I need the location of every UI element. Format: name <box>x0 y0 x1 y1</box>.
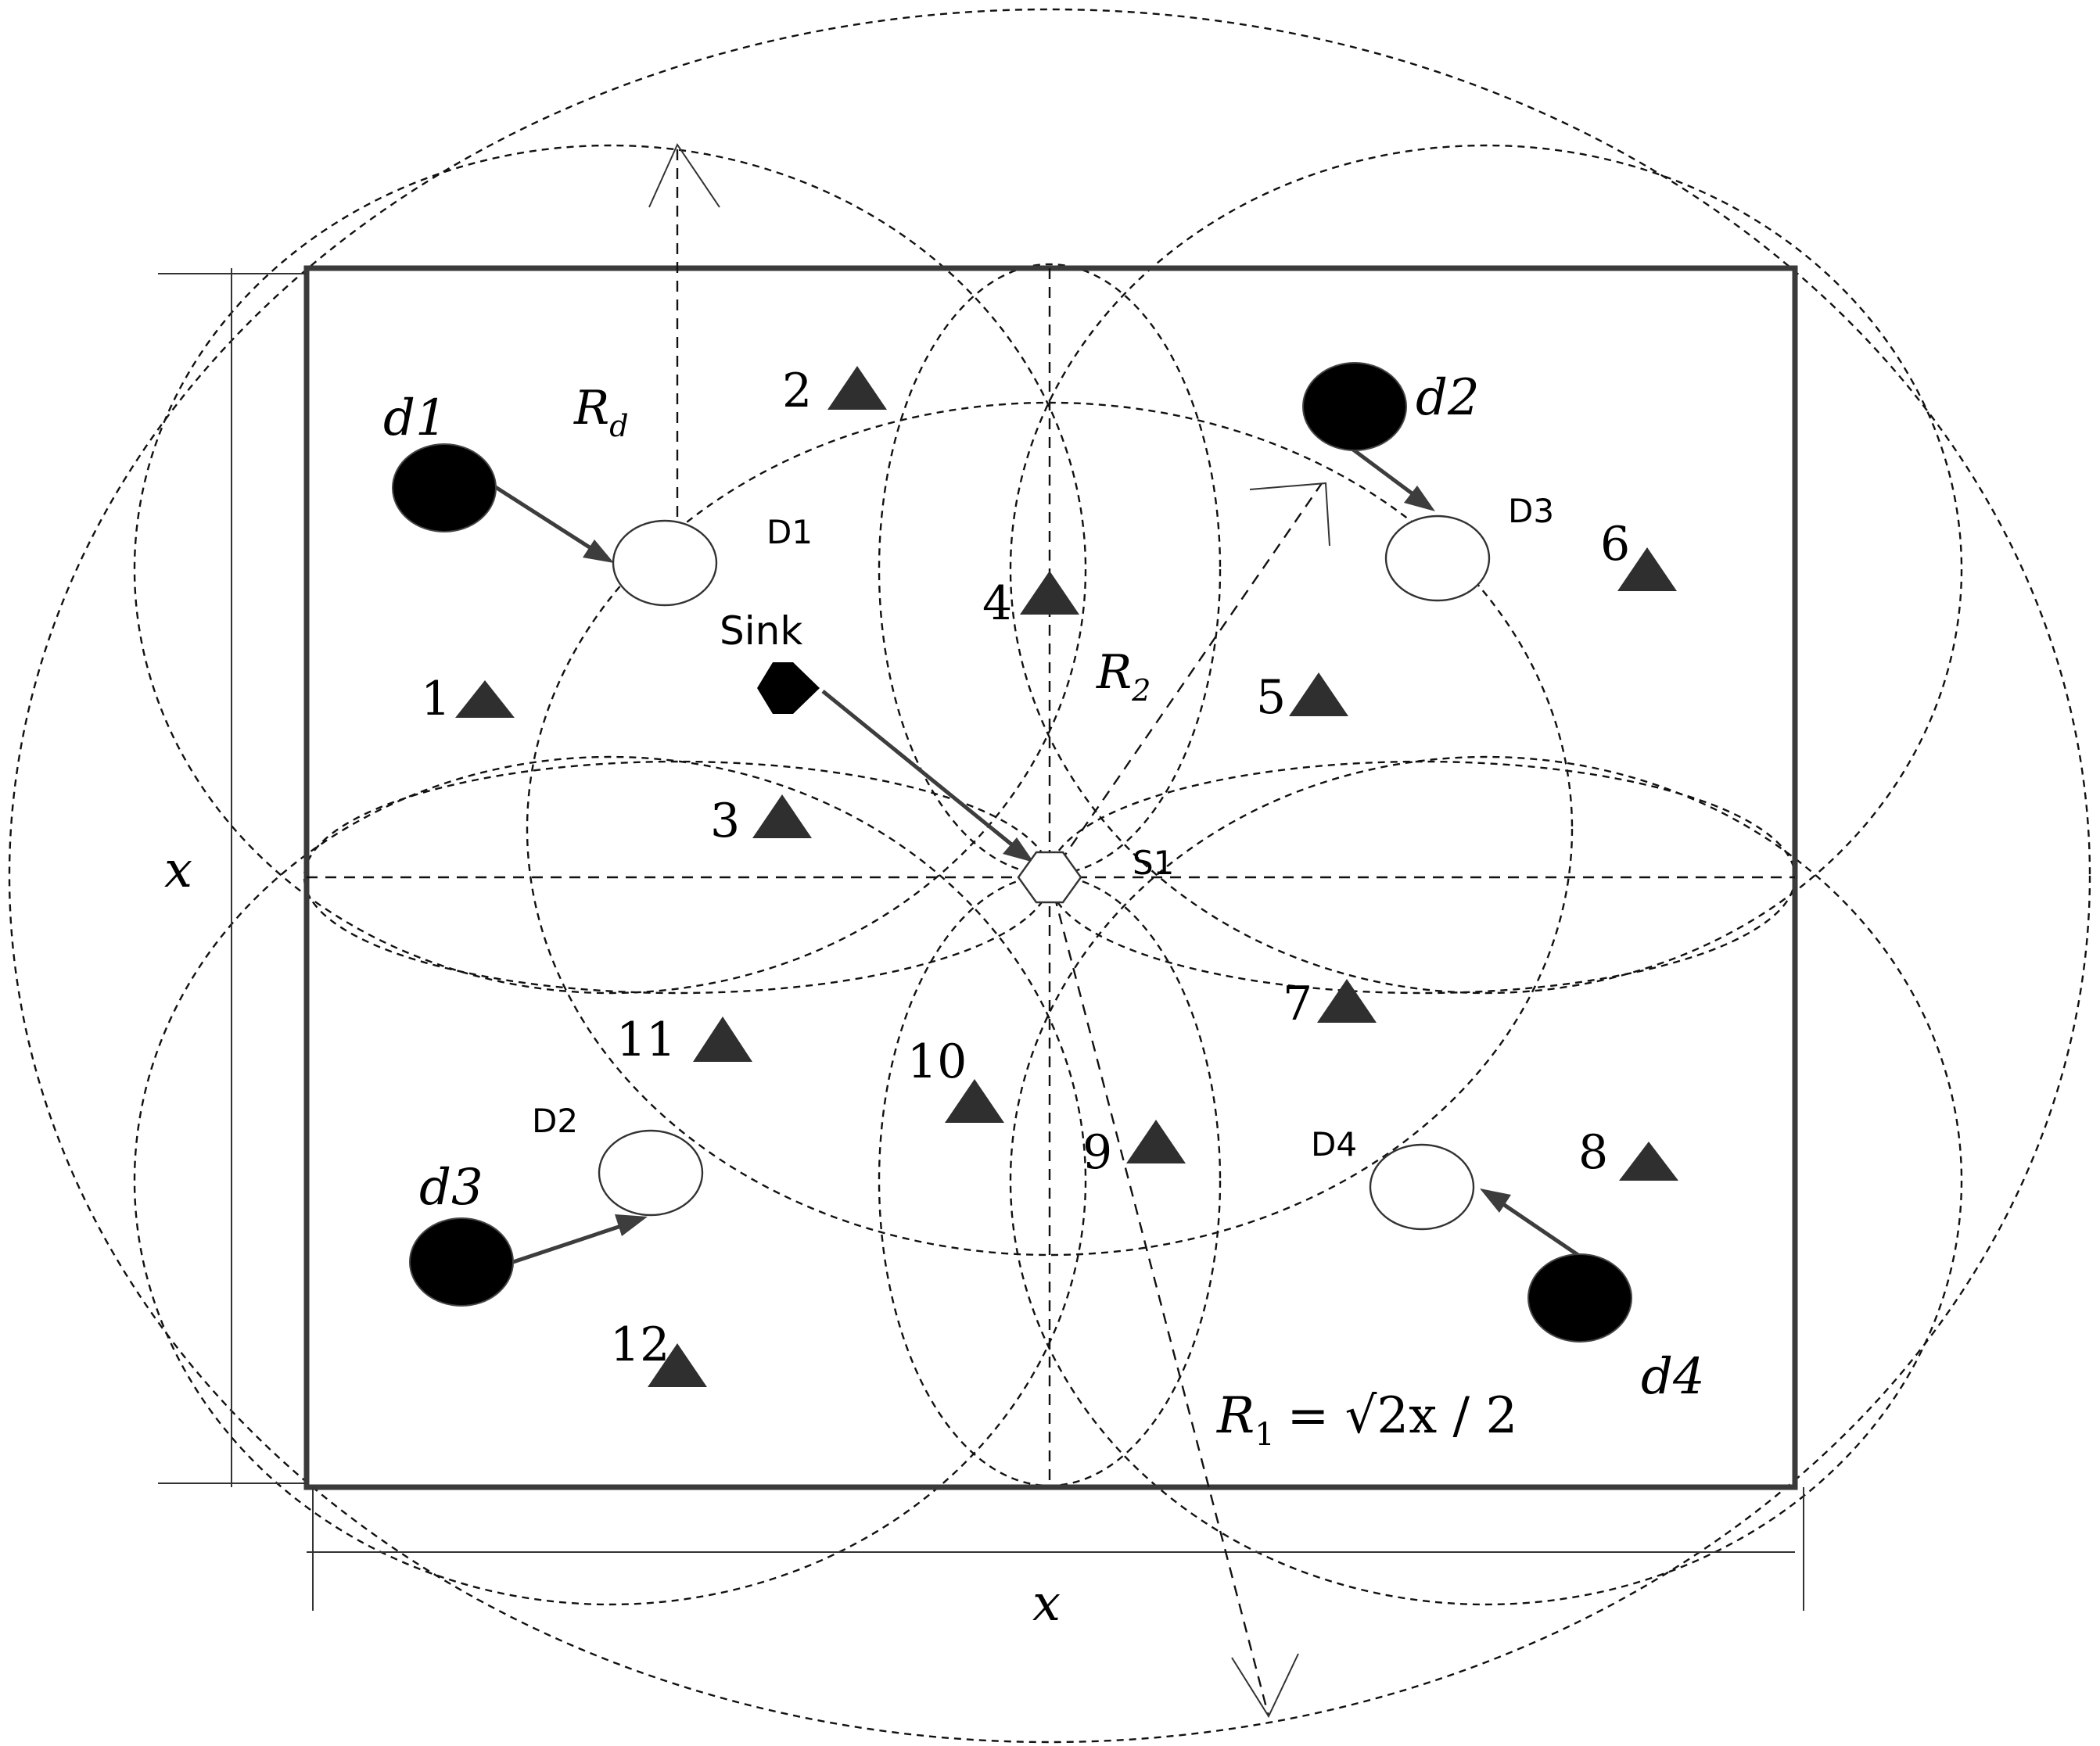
d3-to-D2-arrow <box>512 1214 648 1264</box>
device-d3 <box>409 1217 514 1307</box>
sensor-node-12-icon <box>648 1343 707 1387</box>
sensor-node-2-icon <box>827 366 887 410</box>
sink-label: Sink <box>720 608 802 654</box>
destination-D4-label: D4 <box>1311 1125 1357 1163</box>
coverage-circle-top-left <box>133 144 1087 995</box>
sensor-node-3-icon <box>752 794 812 838</box>
sensor-node-label: 10 <box>907 1034 967 1089</box>
sensor-node-label: 3 <box>710 794 740 848</box>
destination-D2-label: D2 <box>532 1102 578 1140</box>
sensor-node-label: 11 <box>616 1013 676 1067</box>
sensor-node-7-icon <box>1317 979 1377 1023</box>
device-d1-label: d1 <box>383 389 447 447</box>
sensor-node-8-icon <box>1619 1142 1678 1181</box>
destination-D4 <box>1369 1143 1475 1231</box>
rd-label: Rd <box>573 381 629 443</box>
sensor-node-9-icon <box>1126 1120 1186 1163</box>
s1-hexagon-icon <box>1017 851 1082 904</box>
r2-label: R2 <box>1096 645 1151 708</box>
sensor-node-10-icon <box>945 1079 1004 1123</box>
device-d1 <box>392 443 497 532</box>
sink-to-s1-arrow <box>821 690 1034 862</box>
destination-D3 <box>1384 514 1491 602</box>
side-length-label-left: x <box>164 841 192 899</box>
coverage-circle-bottom-left <box>133 755 1087 1606</box>
sensor-node-1-icon <box>455 680 515 718</box>
device-d3-label: d3 <box>419 1159 483 1217</box>
r2-radius-arrow <box>1049 482 1330 878</box>
coverage-circle-top-right <box>1009 144 1963 995</box>
sensor-node-label: 6 <box>1600 517 1630 572</box>
device-d2 <box>1302 362 1407 451</box>
sensor-node-label: 9 <box>1082 1125 1112 1180</box>
device-d4 <box>1527 1253 1632 1343</box>
sensor-node-label: 12 <box>610 1318 669 1372</box>
d2-to-D3-arrow <box>1348 445 1435 511</box>
r1-formula-label: R1= √2x / 2 <box>1216 1387 1517 1453</box>
d4-to-D4-arrow <box>1480 1188 1583 1260</box>
d1-to-D1-arrow <box>493 484 614 563</box>
left-dimension <box>158 268 307 1487</box>
sensor-node-label: 7 <box>1283 977 1312 1031</box>
sensor-node-label: 5 <box>1256 670 1286 725</box>
side-length-label-bottom: x <box>1032 1575 1061 1633</box>
coverage-circle-bottom-right <box>1009 755 1963 1606</box>
s1-label: S1 <box>1133 844 1174 882</box>
sensor-node-6-icon <box>1617 547 1677 591</box>
sensor-node-label: 8 <box>1578 1125 1608 1180</box>
outer-coverage-circle <box>8 8 2091 1744</box>
rd-radius-arrow <box>648 142 720 573</box>
destination-D2 <box>598 1129 704 1217</box>
device-d4-label: d4 <box>1641 1348 1705 1406</box>
sensor-node-5-icon <box>1289 672 1348 716</box>
destination-D1-label: D1 <box>766 513 813 551</box>
sensor-node-11-icon <box>693 1016 752 1062</box>
r1-radius-arrow <box>1048 877 1299 1719</box>
sensor-node-4-icon <box>1020 571 1079 615</box>
destination-D1 <box>612 519 718 607</box>
petal-circle-left <box>303 760 1052 995</box>
sensor-node-label: 1 <box>421 672 451 726</box>
sensor-node-label: 2 <box>782 364 812 418</box>
destination-D3-label: D3 <box>1508 492 1554 530</box>
device-d2-label: d2 <box>1416 369 1480 427</box>
sink-hexagon-icon <box>757 662 820 714</box>
bottom-dimension <box>307 1487 1804 1611</box>
sensor-node-label: 4 <box>982 576 1012 631</box>
